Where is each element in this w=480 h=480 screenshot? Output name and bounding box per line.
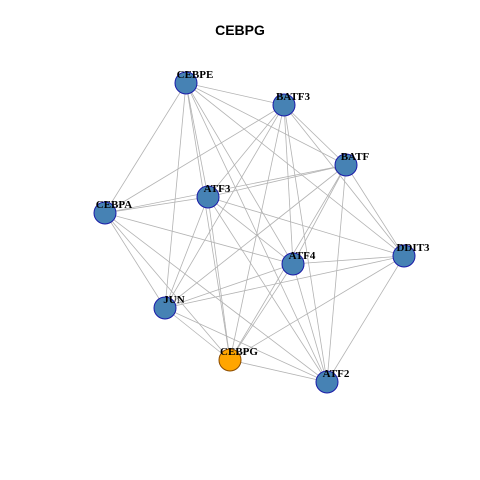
edge-batf3-atf2 <box>283 104 328 383</box>
edge-cebpe-atf4 <box>185 82 294 265</box>
node-cebpg: CEBPG <box>218 346 258 372</box>
node-label: DDIT3 <box>396 242 430 254</box>
edge-batf-atf3 <box>207 164 347 198</box>
node-circle <box>334 153 358 177</box>
edge-batf3-cebpa <box>104 104 285 214</box>
node-atf2: ATF2 <box>315 368 350 394</box>
edge-batf-atf2 <box>326 164 347 383</box>
edge-cebpa-atf4 <box>104 212 294 265</box>
node-label: ATF2 <box>323 368 350 380</box>
edge-cebpa-jun <box>104 212 166 309</box>
node-atf3: ATF3 <box>196 183 231 209</box>
edge-cebpa-cebpg <box>104 212 231 361</box>
edge-cebpe-atf2 <box>185 82 328 383</box>
node-label: ATF3 <box>204 183 231 195</box>
edge-atf4-cebpg <box>229 263 294 361</box>
node-circle <box>392 244 416 268</box>
edge-batf3-ddit3 <box>283 104 405 257</box>
edge-cebpe-atf3 <box>185 82 209 198</box>
node-label: CEBPG <box>220 346 258 358</box>
node-circle <box>281 252 305 276</box>
edge-cebpg-atf2 <box>229 359 328 383</box>
edge-jun-atf2 <box>164 307 328 383</box>
edge-cebpe-cebpa <box>104 82 187 214</box>
edge-batf3-cebpg <box>229 104 285 361</box>
node-label: BATF3 <box>276 91 311 103</box>
node-batf3: BATF3 <box>272 91 311 117</box>
edge-atf3-cebpg <box>207 196 231 361</box>
edge-cebpa-atf2 <box>104 212 328 383</box>
edge-cebpe-batf3 <box>185 82 285 106</box>
edge-batf3-batf <box>283 104 347 166</box>
node-circle <box>196 185 220 209</box>
edge-ddit3-jun <box>164 255 405 309</box>
node-label: CEBPA <box>96 199 133 211</box>
edge-ddit3-atf2 <box>326 255 405 383</box>
edge-atf3-jun <box>164 196 209 309</box>
edge-batf-cebpa <box>104 164 347 214</box>
node-circle <box>174 71 198 95</box>
edge-batf-ddit3 <box>345 164 405 257</box>
edge-batf-jun <box>164 164 347 309</box>
edge-batf3-atf3 <box>207 104 285 198</box>
edge-jun-cebpg <box>164 307 231 361</box>
node-label: ATF4 <box>289 250 316 262</box>
edge-cebpe-jun <box>164 82 187 309</box>
edge-atf3-atf2 <box>207 196 328 383</box>
node-atf4: ATF4 <box>281 250 316 276</box>
node-ddit3: DDIT3 <box>392 242 430 268</box>
node-cebpe: CEBPE <box>174 69 214 95</box>
edge-atf4-atf2 <box>292 263 328 383</box>
node-label: JUN <box>163 294 184 306</box>
edge-atf3-cebpa <box>104 196 209 214</box>
node-circle <box>272 93 296 117</box>
node-label: BATF <box>341 151 370 163</box>
edge-atf4-jun <box>164 263 294 309</box>
edge-cebpe-batf <box>185 82 347 166</box>
node-cebpa: CEBPA <box>93 199 133 225</box>
edge-atf3-ddit3 <box>207 196 405 257</box>
node-circle <box>153 296 177 320</box>
node-label: CEBPE <box>177 69 214 81</box>
edge-ddit3-atf4 <box>292 255 405 265</box>
edges-layer <box>104 82 405 383</box>
edge-ddit3-cebpg <box>229 255 405 361</box>
node-circle <box>315 370 339 394</box>
edge-batf3-atf4 <box>283 104 294 265</box>
node-circle <box>218 348 242 372</box>
edge-batf-atf4 <box>292 164 347 265</box>
edge-batf3-jun <box>164 104 285 309</box>
node-circle <box>93 201 117 225</box>
edge-cebpe-ddit3 <box>185 82 405 257</box>
node-jun: JUN <box>153 294 185 320</box>
node-batf: BATF <box>334 151 370 177</box>
graph-title: CEBPG <box>215 22 265 38</box>
edge-atf3-atf4 <box>207 196 294 265</box>
edge-cebpe-cebpg <box>185 82 231 361</box>
